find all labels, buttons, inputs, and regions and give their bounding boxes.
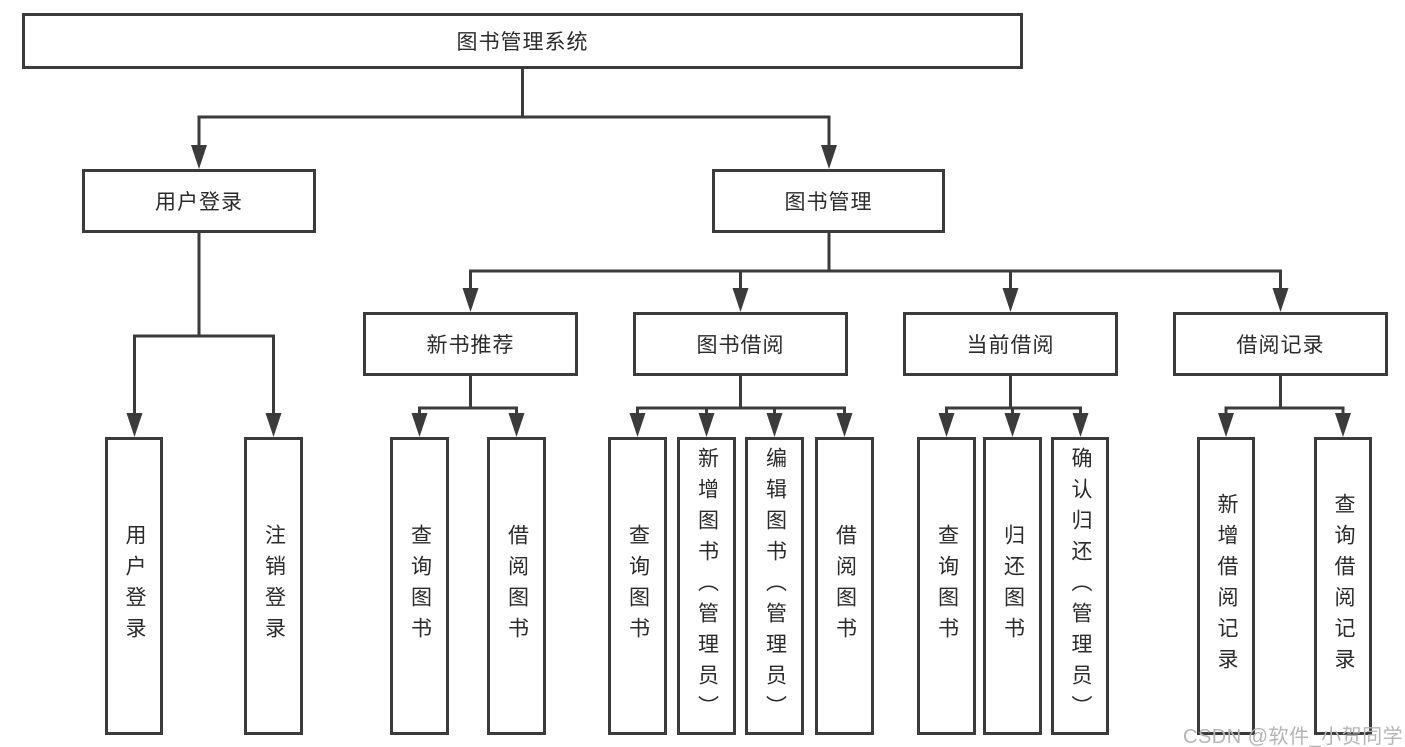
node-leaf-borrow-books-2: 借阅图书 (815, 437, 874, 735)
node-label: 查询图书 (935, 524, 959, 648)
connector-records-group (1224, 374, 1345, 418)
node-label: 用户登录 (155, 191, 243, 214)
node-label: 借阅记录 (1236, 334, 1325, 357)
arrowhead-icon (126, 413, 143, 437)
node-leaf-add-borrow-record: 新增借阅记录 (1197, 437, 1255, 735)
arrowhead-icon (938, 413, 955, 437)
node-label: 新增借阅记录 (1215, 493, 1238, 679)
arrowhead-icon (1272, 288, 1289, 312)
node-leaf-confirm-return-admin: 确认归还（管理员） (1051, 437, 1109, 735)
csdn-watermark: CSDN @软件_小贺同学 (1183, 726, 1404, 747)
node-root: 图书管理系统 (22, 13, 1023, 69)
node-user-login: 用户登录 (82, 169, 316, 233)
node-leaf-query-books-3: 查询图书 (917, 437, 976, 735)
node-book-borrowing: 图书借阅 (633, 312, 848, 376)
node-book-management: 图书管理 (712, 169, 945, 233)
node-leaf-logout: 注销登录 (244, 437, 303, 735)
node-leaf-query-borrow-record: 查询借阅记录 (1314, 437, 1372, 735)
node-current-borrowing: 当前借阅 (903, 312, 1118, 376)
arrowhead-icon (191, 145, 207, 169)
arrowhead-icon (821, 145, 837, 169)
node-label: 查询图书 (408, 524, 432, 648)
node-label: 图书管理 (784, 191, 873, 214)
connector-level2-bar (197, 115, 831, 150)
node-label: 查询图书 (626, 524, 650, 648)
node-leaf-user-login: 用户登录 (105, 437, 163, 735)
connector-user-login-group (133, 334, 275, 418)
node-label: 借阅图书 (833, 524, 857, 648)
arrowhead-icon (836, 413, 853, 437)
node-label: 图书管理系统 (456, 31, 589, 54)
node-label: 编辑图书（管理员） (763, 446, 787, 726)
connector-new-book-group (418, 374, 518, 418)
arrowheads (126, 145, 1351, 437)
node-label: 用户登录 (123, 524, 146, 648)
node-label: 注销登录 (262, 524, 286, 648)
arrowhead-icon (1002, 288, 1019, 312)
node-leaf-borrow-books-1: 借阅图书 (487, 437, 546, 735)
node-label: 当前借阅 (966, 334, 1055, 357)
node-label: 图书借阅 (696, 334, 785, 357)
arrowhead-icon (766, 413, 783, 437)
node-leaf-query-books-1: 查询图书 (390, 437, 449, 735)
node-label: 确认归还（管理员） (1069, 446, 1092, 726)
node-leaf-edit-books-admin: 编辑图书（管理员） (745, 437, 804, 735)
connector-current-borrow-group (945, 374, 1082, 418)
node-label: 新书推荐 (426, 334, 515, 357)
arrowhead-icon (1072, 413, 1089, 437)
arrowhead-icon (732, 288, 749, 312)
arrowhead-icon (508, 413, 525, 437)
arrowhead-icon (1218, 413, 1234, 437)
arrowhead-icon (629, 413, 646, 437)
node-label: 新增图书（管理员） (695, 446, 719, 726)
node-leaf-add-books-admin: 新增图书（管理员） (677, 437, 736, 735)
arrowhead-icon (1335, 413, 1351, 437)
node-borrowing-records: 借阅记录 (1173, 312, 1388, 376)
arrowhead-icon (411, 413, 428, 437)
arrowhead-icon (1004, 413, 1021, 437)
connector-level3-bar (469, 269, 1282, 294)
arrowhead-icon (265, 413, 282, 437)
connector-book-borrow-group (636, 374, 846, 418)
node-new-book-recommendation: 新书推荐 (363, 312, 578, 376)
node-label: 归还图书 (1001, 524, 1025, 648)
node-leaf-query-books-2: 查询图书 (608, 437, 667, 735)
node-leaf-return-books: 归还图书 (983, 437, 1042, 735)
node-label: 查询借阅记录 (1332, 493, 1355, 679)
arrowhead-icon (698, 413, 715, 437)
arrowhead-icon (462, 288, 479, 312)
node-label: 借阅图书 (505, 524, 529, 648)
